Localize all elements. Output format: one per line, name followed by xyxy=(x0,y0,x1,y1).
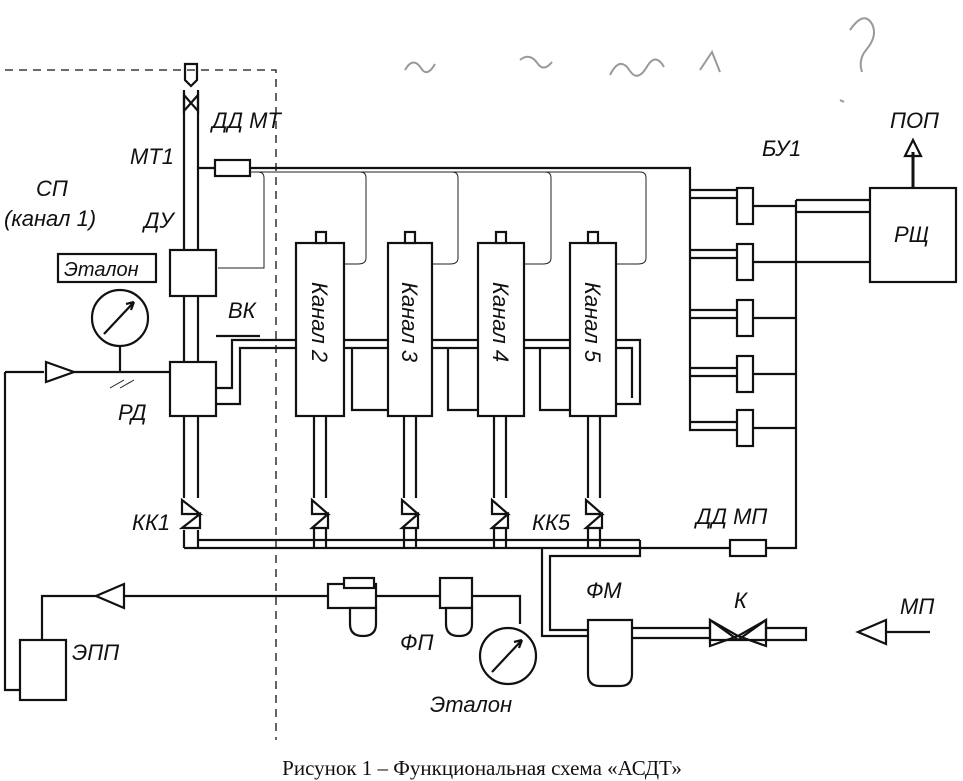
label-etalon-bottom: Эталон xyxy=(430,692,512,717)
label-kk1: КК1 xyxy=(132,510,170,535)
label-rsh: РЩ xyxy=(894,222,929,247)
label-channel-5: Канал 5 xyxy=(580,282,605,363)
dd-mp-sensor xyxy=(728,538,768,558)
figure-caption: Рисунок 1 – Функциональная схема «АСДТ» xyxy=(282,756,682,780)
fp-filter-1-top xyxy=(342,576,376,590)
channel-2 xyxy=(294,230,346,548)
epp-unit xyxy=(18,638,68,702)
kk1-valve xyxy=(178,497,204,530)
label-du: ДУ xyxy=(141,208,175,233)
label-kk5: КК5 xyxy=(532,510,571,535)
label-sp-channel: (канал 1) xyxy=(4,206,96,231)
handwritten-note xyxy=(404,17,875,103)
label-fp: ФП xyxy=(400,630,433,655)
du-unit xyxy=(168,248,218,298)
label-bu1: БУ1 xyxy=(762,136,801,161)
main-pipe xyxy=(182,62,200,548)
rd-unit xyxy=(168,360,218,418)
rsh-panel xyxy=(868,186,958,284)
label-epp: ЭПП xyxy=(72,640,119,665)
label-channel-4: Канал 4 xyxy=(488,282,513,362)
channel-5 xyxy=(568,230,618,548)
etalon-top-label-box xyxy=(56,252,158,284)
label-vk: ВК xyxy=(228,298,257,323)
dd-mt-sensor xyxy=(213,158,252,178)
label-rd: РД xyxy=(118,400,146,425)
label-dd-mp: ДД МП xyxy=(693,504,767,529)
label-etalon-top: Эталон xyxy=(64,259,139,281)
label-dd-mt: ДД МТ xyxy=(209,108,282,133)
fm-filter xyxy=(586,618,634,688)
channel-4 xyxy=(476,230,526,548)
label-channel-2: Канал 2 xyxy=(307,282,332,362)
label-mp: МП xyxy=(900,594,934,619)
bu1-block xyxy=(690,186,870,448)
label-mt1: МТ1 xyxy=(130,144,174,169)
label-fm: ФМ xyxy=(586,578,622,603)
channel-3 xyxy=(386,230,434,548)
label-channel-3: Канал 3 xyxy=(397,282,422,363)
label-sp: СП xyxy=(36,176,68,201)
label-pop: ПОП xyxy=(890,108,939,133)
label-k: К xyxy=(734,588,748,613)
sp-boundary xyxy=(5,69,277,740)
fp-filter-2 xyxy=(438,576,474,610)
